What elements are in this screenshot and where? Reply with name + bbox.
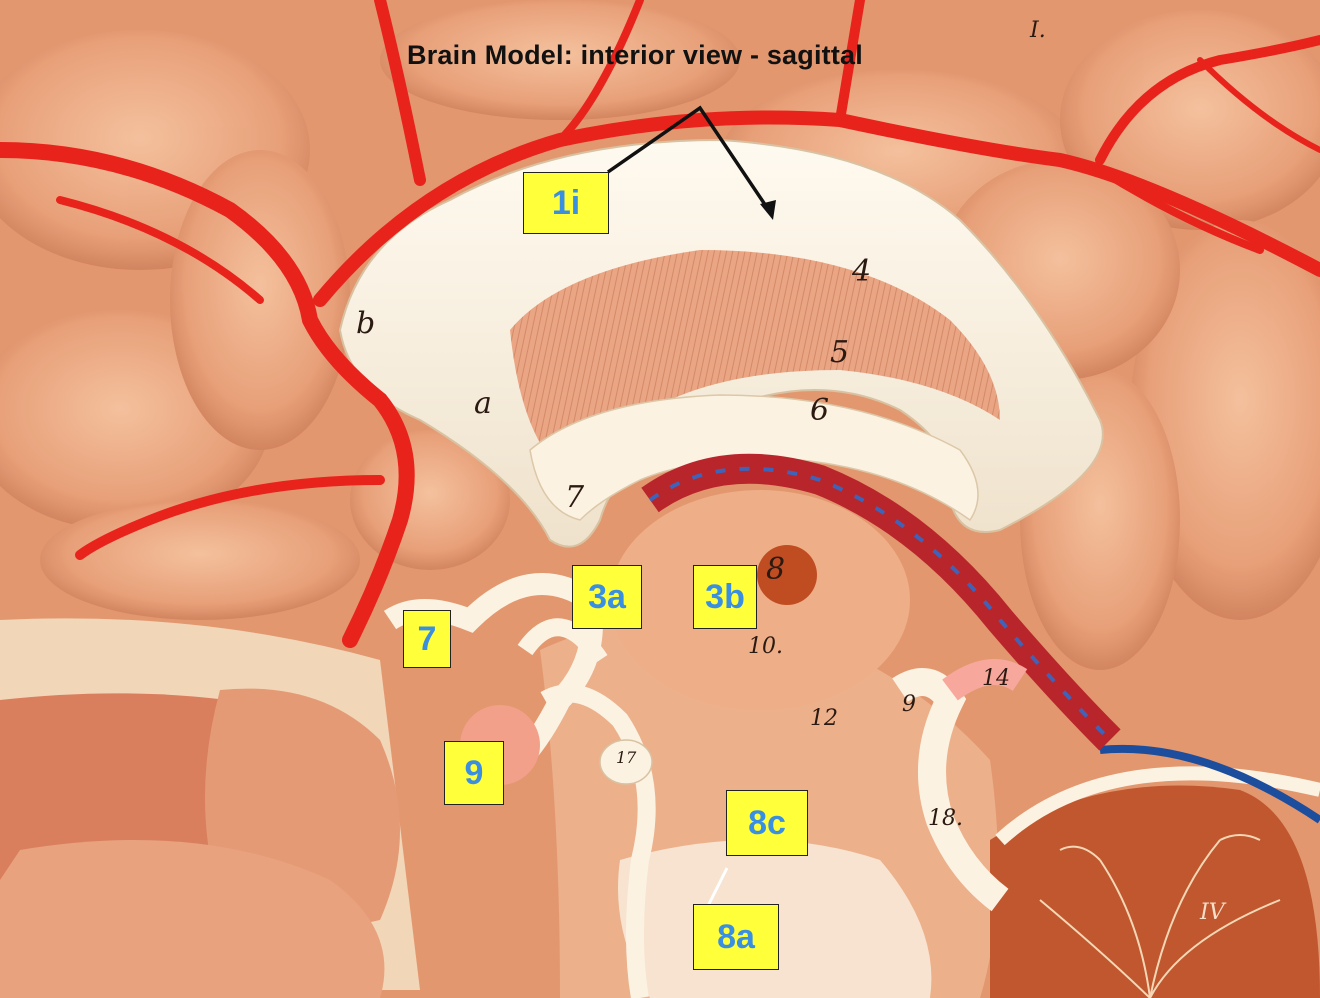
- handwritten-8: 8: [766, 552, 786, 587]
- handwritten-a: a: [474, 386, 492, 421]
- handwritten-10: 10.: [748, 634, 783, 659]
- handwritten-14: 14: [982, 666, 1010, 691]
- interthalamic-adhesion: [757, 545, 817, 605]
- handwritten-7: 7: [565, 480, 585, 515]
- label-8c: 8c: [726, 790, 808, 856]
- arteries: [0, 0, 1320, 648]
- handwritten-IV: IV: [1200, 900, 1225, 925]
- handwritten-12: 12: [810, 706, 838, 731]
- cerebellum: [990, 785, 1320, 998]
- thalamus: [610, 490, 910, 710]
- handwritten-4: 4: [852, 254, 872, 289]
- handwritten-18: 18.: [928, 806, 963, 831]
- mammillary-body: [599, 739, 653, 785]
- handwritten-17: 17: [616, 748, 637, 767]
- pointer-lines: [607, 105, 772, 213]
- aqueduct: [892, 668, 1009, 912]
- handwritten-b: b: [356, 306, 376, 341]
- handwritten-I: I.: [1030, 18, 1046, 43]
- label-9: 9: [444, 741, 504, 805]
- handwritten-6: 6: [810, 393, 830, 428]
- label-3b: 3b: [693, 565, 757, 629]
- figure-title: Brain Model: interior view - sagittal: [407, 40, 863, 70]
- handwritten-5: 5: [830, 335, 850, 370]
- label-3a: 3a: [572, 565, 642, 629]
- label-7: 7: [403, 610, 451, 668]
- handwritten-9: 9: [902, 692, 916, 717]
- label-1i: 1i: [523, 172, 609, 234]
- label-8a: 8a: [693, 904, 779, 970]
